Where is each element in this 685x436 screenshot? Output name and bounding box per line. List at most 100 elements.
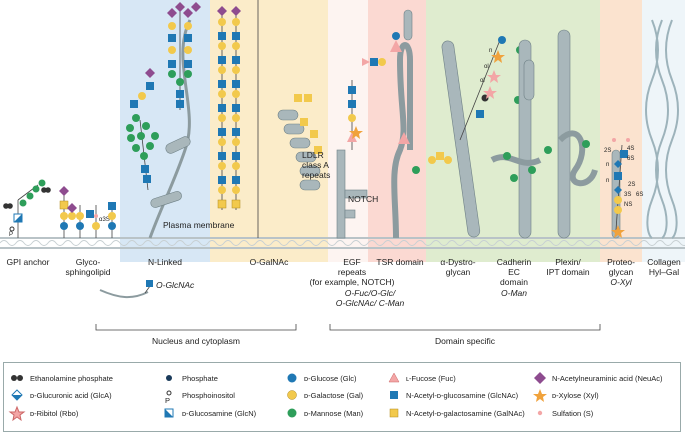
o-galnac-chain-right xyxy=(231,6,241,209)
legend-label: N-Acetyl-ᴅ-glucosamine (GlcNAc) xyxy=(406,391,519,400)
s4-label: 4S xyxy=(627,146,634,152)
label-nlinked: N-Linked xyxy=(148,257,182,267)
legend-item-ribitol: ᴅ-Ribitol (Rbo) xyxy=(8,405,79,422)
bg-ogalnac xyxy=(210,0,328,262)
glcnac-icon xyxy=(390,391,398,399)
legend-item-mannose: ᴅ-Mannose (Man) xyxy=(287,408,364,418)
fuc-glc-label: O-Fuc/O-Glc/ xyxy=(345,288,397,298)
ethanolamine-icon xyxy=(11,375,17,381)
label-dystro: α-Dystro-glycan xyxy=(440,257,475,277)
alpha3s-label: α3S xyxy=(99,217,110,223)
svg-text:P: P xyxy=(165,396,170,405)
o-glcnac-cytoplasm: O-GlcNAc xyxy=(99,280,195,298)
fucose-icon xyxy=(388,372,400,383)
bg-nlinked xyxy=(120,0,210,262)
galnac-icon xyxy=(389,408,399,418)
cadherin-ec-domain xyxy=(490,39,542,239)
ribitol-icon xyxy=(8,405,26,422)
legend-item-ethanolamine: Ethanolamine phosphate xyxy=(11,374,113,383)
glycan-class-diagram: P α3S xyxy=(0,0,685,298)
ns-label: NS xyxy=(624,202,632,208)
label-tsr: TSR domain xyxy=(376,257,424,267)
o-galnac-glycan xyxy=(217,0,259,238)
n-label-2: n xyxy=(606,162,609,168)
bg-proteo xyxy=(600,0,642,262)
legend-item-glucose: ᴅ-Glucose (Glc) xyxy=(287,373,357,383)
fuc-glc-label-2: O-GlcNAc/ C-Man xyxy=(336,300,405,308)
o-galnac-chain-left xyxy=(217,6,227,209)
legend-item-glcn: ᴅ-Glucosamine (GlcN) xyxy=(164,408,257,418)
o-man-label: O-Man xyxy=(501,288,527,298)
nucleus-label: Nucleus and cytoplasm xyxy=(152,336,240,346)
bracket-annotations: O-GlcNAc/ C-Man Nucleus and cytoplasm Do… xyxy=(95,300,601,346)
n-linked-glycan: Plasma membrane xyxy=(126,2,235,239)
label-glyco: Glyco-sphingolipid xyxy=(66,257,111,277)
legend-label: ᴅ-Glucose (Glc) xyxy=(304,374,357,383)
legend-item-phosphate: Phosphate xyxy=(166,374,218,383)
legend-label: ᴅ-Xylose (Xyl) xyxy=(552,391,599,400)
n-label-1: n xyxy=(489,48,492,54)
legend-item-sulfation: Sulfation (S) xyxy=(537,409,594,418)
phosphoinositol-icon xyxy=(166,390,172,396)
ol-label-2: ol xyxy=(484,64,489,70)
legend-item-neuac: N-Acetylneuraminic acid (NeuAc) xyxy=(534,372,663,384)
legend-label: ᴅ-Glucosamine (GlcN) xyxy=(182,409,257,418)
s2-label: 2S xyxy=(604,148,611,154)
tsr-domain xyxy=(390,9,420,239)
domain-specific-label: Domain specific xyxy=(435,336,496,346)
legend-item-xylose: ᴅ-Xylose (Xyl) xyxy=(533,389,599,402)
o-glcnac-label: O-GlcNAc xyxy=(156,280,195,290)
legend-item-glca: ᴅ-Glucuronic acid (GlcA) xyxy=(11,389,112,401)
ethanolamine-icon xyxy=(7,203,13,209)
legend-item-galnac: N-Acetyl-ᴅ-galactosamine (GalNAc) xyxy=(389,408,525,418)
legend-label: Phosphate xyxy=(182,374,218,383)
legend-item-galactose: ᴅ-Galactose (Gal) xyxy=(287,390,364,400)
xylose-icon xyxy=(533,389,547,402)
notch-label: NOTCH xyxy=(348,194,378,204)
column-labels: GPI anchor Glyco-sphingolipid N-Linked O… xyxy=(7,257,682,287)
glycosphingolipid-glycan: α3S xyxy=(59,186,116,238)
gpi-anchor-glycan: P xyxy=(3,179,51,238)
legend-item-glcnac: N-Acetyl-ᴅ-glucosamine (GlcNAc) xyxy=(390,391,519,400)
proteoglycan-o-xyl: 2S 4S 6S n 2S 3S 6S NS n xyxy=(604,138,643,239)
legend-label: ᴅ-Galactose (Gal) xyxy=(304,391,364,400)
collagen-hyl-gal xyxy=(645,19,679,239)
xylose-icon xyxy=(349,126,363,139)
neuac-icon xyxy=(534,372,546,384)
glucose-icon xyxy=(287,373,297,383)
s6-label: 6S xyxy=(627,156,634,162)
s6b-label: 6S xyxy=(636,192,643,198)
legend-label: ᴅ-Glucuronic acid (GlcA) xyxy=(30,391,112,400)
legend-item-phosphoinositol: P Phosphoinositol xyxy=(165,390,235,405)
egf-notch: NOTCH xyxy=(336,58,386,239)
plasma-membrane-label: Plasma membrane xyxy=(163,220,235,230)
s3-label: 3S xyxy=(624,192,631,198)
ol-label-1: ol xyxy=(480,78,485,84)
ribitol-icon xyxy=(483,86,497,99)
legend-label: ʟ-Fucose (Fuc) xyxy=(406,374,456,383)
label-plexin: Plexin/IPT domain xyxy=(546,257,590,277)
mannose-icon xyxy=(19,199,27,207)
mannose-icon xyxy=(287,408,297,418)
legend-label: Sulfation (S) xyxy=(552,409,594,418)
legend: Ethanolamine phosphate ᴅ-Glucuronic acid… xyxy=(3,362,681,432)
legend-label: N-Acetyl-ᴅ-galactosamine (GalNAc) xyxy=(406,409,525,418)
plexin-ipt-domain xyxy=(544,29,598,239)
phosphate-icon xyxy=(166,375,172,381)
label-ogalnac: O-GalNAc xyxy=(250,257,289,267)
galactose-icon xyxy=(287,390,297,400)
sulfation-icon xyxy=(537,410,543,416)
p-label: P xyxy=(9,232,13,238)
s2b-label: 2S xyxy=(628,182,635,188)
legend-label: ᴅ-Mannose (Man) xyxy=(304,409,364,418)
legend-item-fucose: ʟ-Fucose (Fuc) xyxy=(388,372,456,383)
label-gpi: GPI anchor xyxy=(7,257,50,267)
legend-label: Ethanolamine phosphate xyxy=(30,374,113,383)
legend-label: ᴅ-Ribitol (Rbo) xyxy=(30,409,79,418)
